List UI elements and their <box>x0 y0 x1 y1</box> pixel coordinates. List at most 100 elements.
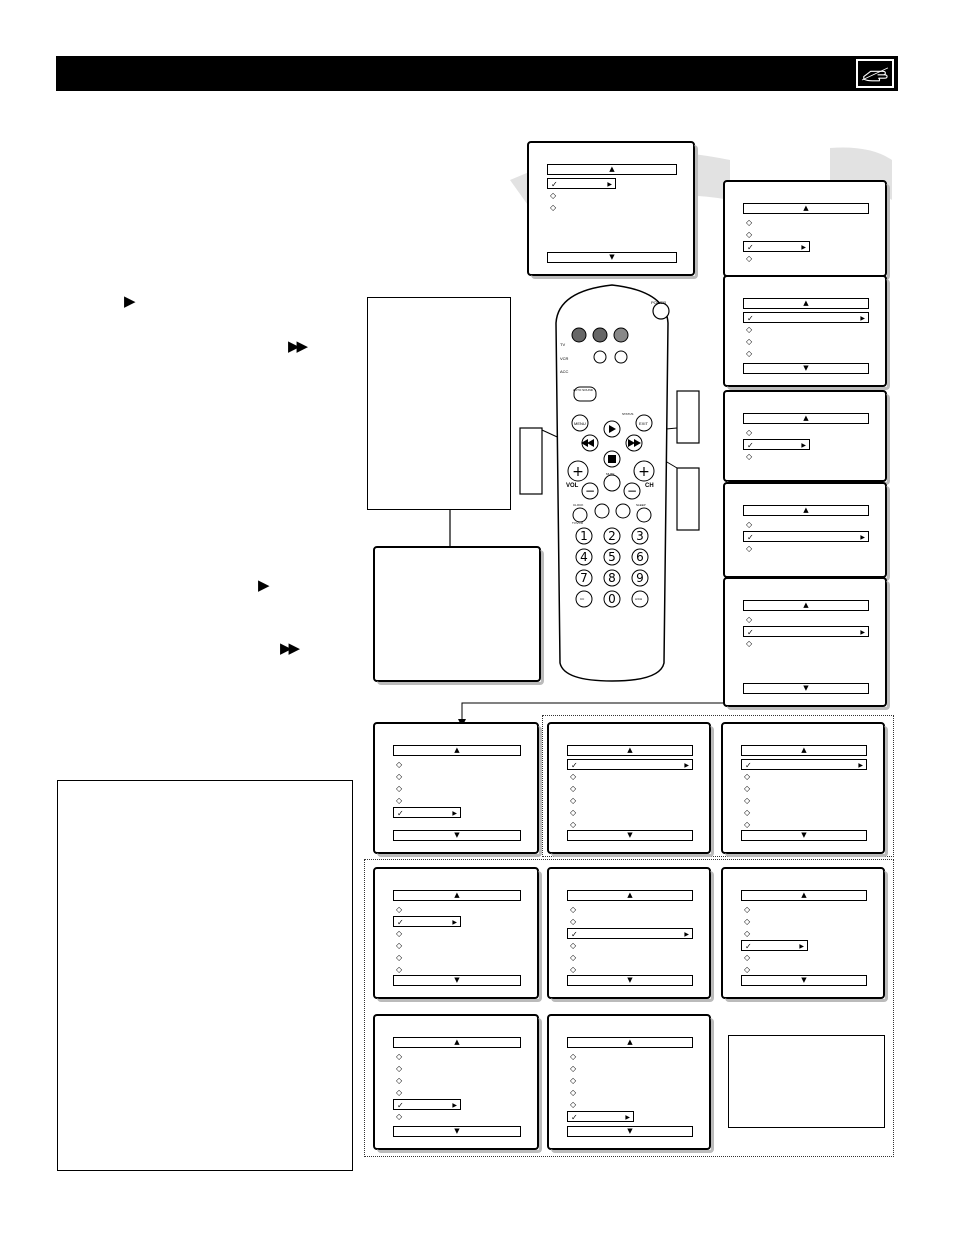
menu-row-selected: ✓▶ <box>393 916 461 927</box>
menu-up-bar: ▲ <box>741 890 867 901</box>
menu-row: ◇ <box>741 964 755 975</box>
diamond-icon: ◇ <box>570 808 577 817</box>
menu-row: ◇ <box>743 638 757 649</box>
menu-row-selected: ✓▶ <box>567 759 693 770</box>
diamond-icon: ◇ <box>396 965 403 974</box>
check-icon: ✓ <box>397 1101 404 1110</box>
svg-text:−: − <box>627 484 637 498</box>
check-icon: ✓ <box>571 930 578 939</box>
menu-down-bar: ▼ <box>741 975 867 986</box>
check-icon: ✓ <box>571 761 578 770</box>
info-box <box>57 780 353 1171</box>
menu-row: ◇ <box>567 1087 581 1098</box>
svg-text:7: 7 <box>580 571 588 585</box>
up-arrow-icon: ▲ <box>803 505 809 514</box>
menu-row: ◇ <box>567 807 581 818</box>
menu-row: ◇ <box>743 519 757 530</box>
diamond-icon: ◇ <box>396 1064 403 1073</box>
up-arrow-icon: ▲ <box>627 890 633 899</box>
menu-up-bar: ▲ <box>743 413 869 424</box>
diamond-icon: ◇ <box>570 917 577 926</box>
menu-screen: ▲◇✓▶◇◇◇◇▼ <box>373 867 542 1002</box>
svg-text:2: 2 <box>608 529 616 543</box>
remote-menu-label: MENU <box>574 421 586 426</box>
diamond-icon: ◇ <box>570 1076 577 1085</box>
right-pointer-icon: ▶ <box>684 762 689 769</box>
down-arrow-icon: ▼ <box>803 683 809 692</box>
menu-screen: ▲◇◇✓▶◇ <box>723 180 890 280</box>
menu-row: ◇ <box>741 819 755 830</box>
diamond-icon: ◇ <box>570 905 577 914</box>
callout-screen <box>373 546 544 685</box>
menu-down-bar: ▼ <box>567 975 693 986</box>
diamond-icon: ◇ <box>744 905 751 914</box>
menu-row: ◇ <box>393 783 407 794</box>
svg-text:−: − <box>585 484 595 498</box>
check-icon: ✓ <box>571 1113 578 1122</box>
menu-row: ◇ <box>743 253 757 264</box>
menu-up-bar: ▲ <box>393 1037 521 1048</box>
diamond-icon: ◇ <box>746 218 753 227</box>
svg-text:6: 6 <box>636 550 644 564</box>
diamond-icon: ◇ <box>570 1052 577 1061</box>
menu-screen: ▲✓▶◇◇◇◇◇▼ <box>721 722 888 857</box>
check-icon: ✓ <box>747 314 754 323</box>
diamond-icon: ◇ <box>396 796 403 805</box>
svg-text:3: 3 <box>636 529 644 543</box>
fast-forward-glyph-2: ▶▶ <box>280 639 300 657</box>
remote-cc-label: CC <box>580 597 585 601</box>
diamond-icon: ◇ <box>396 772 403 781</box>
menu-row: ◇ <box>567 795 581 806</box>
remote-vol-label: VOL <box>566 483 579 489</box>
fast-forward-glyph-1: ▶▶ <box>288 337 308 355</box>
up-arrow-icon: ▲ <box>454 1037 460 1046</box>
diamond-icon: ◇ <box>744 953 751 962</box>
menu-row-selected: ✓▶ <box>743 241 810 252</box>
remote-mute-label: MUTE <box>606 472 615 476</box>
menu-row-selected: ✓▶ <box>743 312 869 323</box>
remote-tvvcr-label: TV/VCR <box>572 521 584 525</box>
svg-text:1: 1 <box>580 529 588 543</box>
menu-row: ◇ <box>393 964 407 975</box>
menu-screen: ▲◇✓▶◇ <box>723 390 890 485</box>
menu-row: ◇ <box>393 1075 407 1086</box>
dotted-group-top <box>542 715 894 857</box>
up-arrow-icon: ▲ <box>627 1037 633 1046</box>
menu-row: ◇ <box>741 904 755 915</box>
svg-text:+: + <box>638 464 650 480</box>
svg-text:0: 0 <box>608 592 616 606</box>
diamond-icon: ◇ <box>396 1052 403 1061</box>
menu-row: ◇ <box>743 324 757 335</box>
menu-row: ◇ <box>743 348 757 359</box>
remote-power-label: POWER <box>651 300 667 305</box>
menu-row-selected: ✓▶ <box>547 178 616 189</box>
remote-ch-label: CH <box>645 483 654 489</box>
diamond-icon: ◇ <box>746 230 753 239</box>
down-arrow-icon: ▼ <box>801 975 807 984</box>
header-bar <box>56 56 898 91</box>
menu-row: ◇ <box>567 940 581 951</box>
remote-ach-label: A/CH <box>635 597 643 601</box>
menu-row: ◇ <box>567 1063 581 1074</box>
right-pointer-icon: ▶ <box>607 181 612 188</box>
menu-row: ◇ <box>567 1075 581 1086</box>
diamond-icon: ◇ <box>570 1064 577 1073</box>
menu-row-selected: ✓▶ <box>393 807 461 818</box>
diamond-icon: ◇ <box>744 917 751 926</box>
check-icon: ✓ <box>747 441 754 450</box>
callout-box-top <box>367 297 511 510</box>
menu-up-bar: ▲ <box>393 745 521 756</box>
diamond-icon: ◇ <box>746 615 753 624</box>
right-pointer-icon: ▶ <box>452 1102 457 1109</box>
up-arrow-icon: ▲ <box>803 600 809 609</box>
diamond-icon: ◇ <box>570 784 577 793</box>
up-arrow-icon: ▲ <box>609 164 615 173</box>
diamond-icon: ◇ <box>570 965 577 974</box>
diamond-icon: ◇ <box>570 1088 577 1097</box>
menu-row: ◇ <box>393 759 407 770</box>
menu-screen: ▲◇✓▶◇ <box>723 482 890 581</box>
menu-row: ◇ <box>741 807 755 818</box>
check-icon: ✓ <box>397 918 404 927</box>
diamond-icon: ◇ <box>744 929 751 938</box>
menu-row: ◇ <box>741 952 755 963</box>
